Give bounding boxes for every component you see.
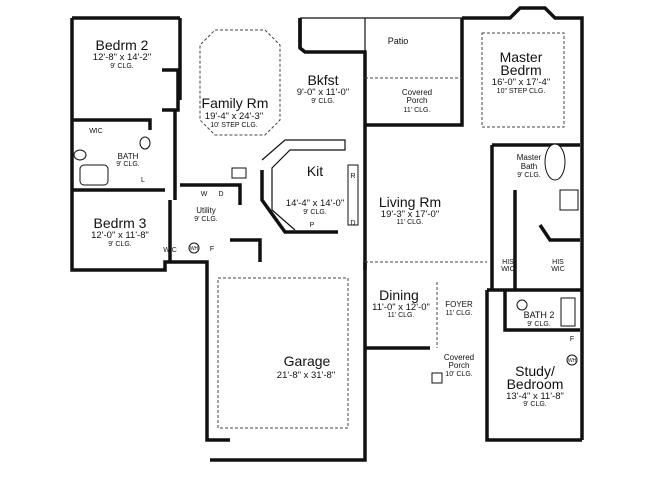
room-dimensions: 13'-4" x 11'-8" [506, 391, 564, 402]
room-kit: Kit 14'-4" x 14'-0" 9' CLG. [286, 163, 344, 216]
ceiling-height: 9' CLG. [517, 172, 541, 179]
room-bkfst: Bkfst 9'-0" x 11'-0" 9' CLG. [297, 72, 349, 105]
room-name: FOYER [445, 300, 473, 309]
room-covered-porch-front: Covered Porch 10' CLG. [444, 353, 474, 378]
room-name: Master [517, 153, 542, 162]
room-dimensions: 21'-8" x 31'-8" [277, 370, 335, 381]
ceiling-height: 9' CLG. [108, 241, 132, 248]
room-name: Porch [449, 361, 470, 370]
room-name: Family Rm [202, 95, 269, 111]
room-dimensions: 11'-0" x 12'-0" [372, 302, 430, 313]
room-name: BATH 2 [524, 310, 555, 320]
ceiling-height: 10' STEP CLG. [210, 122, 258, 129]
his-label: HIS [502, 259, 514, 266]
room-name: Living Rm [379, 194, 441, 210]
room-name: Study/ [515, 363, 555, 379]
room-living: Living Rm 19'-3" x 17'-0" 11' CLG. [379, 194, 441, 226]
room-name: Covered [444, 353, 474, 362]
room-name: Master [500, 49, 543, 65]
room-name: Bedrm 2 [96, 37, 149, 53]
ceiling-height: 9' CLG. [527, 321, 551, 328]
room-name: Bedrm 3 [94, 215, 147, 231]
room-patio: Patio [388, 36, 409, 46]
room-dimensions: 12'-8" x 14'-2" [93, 52, 151, 63]
room-bath2: BATH 2 9' CLG. [524, 310, 555, 328]
room-name: Bedroom [507, 376, 564, 392]
wic-label: WIC [551, 266, 565, 273]
dishwasher-label: D [350, 220, 355, 227]
room-utility: Utility 9' CLG. [194, 206, 218, 223]
room-foyer: FOYER 11' CLG. [445, 300, 473, 317]
exterior-walls [70, 6, 584, 462]
room-name: Kit [307, 163, 323, 179]
refrigerator-label: R [350, 173, 355, 180]
room-master-bedrm: Master Bedrm 16'-0" x 17'-4" 10" STEP CL… [492, 49, 550, 95]
wic-label: WIC [501, 266, 515, 273]
water-heater-label: WH [568, 358, 577, 364]
room-dimensions: 19'-3" x 17'-0" [381, 209, 439, 220]
room-name: Dining [379, 287, 419, 303]
pantry-label: P [310, 222, 315, 229]
room-name: Covered [402, 88, 432, 97]
room-dining: Dining 11'-0" x 12'-0" 11' CLG. [372, 287, 430, 319]
ceiling-height: 10" STEP CLG. [497, 88, 546, 95]
room-study: Study/ Bedroom 13'-4" x 11'-8" 9' CLG. [506, 363, 564, 408]
room-family: Family Rm 19'-4" x 24'-3" 10' STEP CLG. [202, 95, 269, 129]
fixtures [73, 136, 579, 384]
ceiling-height: 9' CLG. [303, 209, 327, 216]
room-name: Bath [521, 162, 537, 171]
room-bath: BATH 9' CLG. [116, 152, 140, 168]
room-name: Porch [407, 96, 428, 105]
ceiling-height: 9' CLG. [110, 63, 134, 70]
room-dimensions: 14'-4" x 14'-0" [286, 198, 344, 209]
furnace-label: F [570, 336, 574, 343]
room-master-bath: Master Bath 9' CLG. [517, 153, 542, 179]
room-dimensions: 12'-0" x 11'-8" [91, 230, 149, 241]
room-garage: Garage 21'-8" x 31'-8" [277, 353, 335, 381]
ceiling-outlines [199, 29, 565, 429]
his-label: HIS [552, 259, 564, 266]
ceiling-height: 11' CLG. [446, 310, 473, 317]
room-name: Bedrm [500, 62, 541, 78]
ceiling-height: 9' CLG. [311, 98, 335, 105]
ceiling-height: 11' CLG. [404, 107, 431, 114]
kitchen-counter [231, 139, 359, 231]
wic-label: WIC [89, 128, 103, 135]
ceiling-height: 9' CLG. [194, 216, 218, 223]
room-dimensions: 9'-0" x 11'-0" [297, 87, 349, 98]
room-dimensions: 16'-0" x 17'-4" [492, 77, 550, 88]
furnace-label: F [210, 246, 214, 253]
wic-label: WIC [163, 247, 177, 254]
linen-label: L [141, 177, 145, 184]
water-heater-label: WH [190, 246, 199, 252]
washer-label: W [201, 191, 208, 198]
ceiling-height: 10' CLG. [445, 371, 472, 378]
ceiling-height: 9' CLG. [116, 161, 140, 168]
fixture-labels: WIC WIC HIS WIC HIS WIC W D F WH F WH R … [89, 128, 576, 364]
room-bedrm2: Bedrm 2 12'-8" x 14'-2" 9' CLG. [93, 37, 151, 70]
dryer-label: D [218, 191, 223, 198]
room-name: Patio [388, 36, 409, 46]
room-bedrm3: Bedrm 3 12'-0" x 11'-8" 9' CLG. [91, 215, 149, 248]
ceiling-height: 9' CLG. [523, 401, 547, 408]
room-name: BATH [118, 152, 139, 161]
ceiling-height: 11' CLG. [397, 219, 424, 226]
interior-walls [72, 17, 580, 332]
ceiling-height: 11' CLG. [388, 312, 415, 319]
room-name: Bkfst [307, 72, 338, 88]
room-dimensions: 19'-4" x 24'-3" [205, 111, 263, 122]
room-covered-porch-rear: Covered Porch 11' CLG. [402, 88, 432, 114]
room-name: Garage [284, 353, 331, 369]
room-name: Utility [196, 206, 216, 215]
